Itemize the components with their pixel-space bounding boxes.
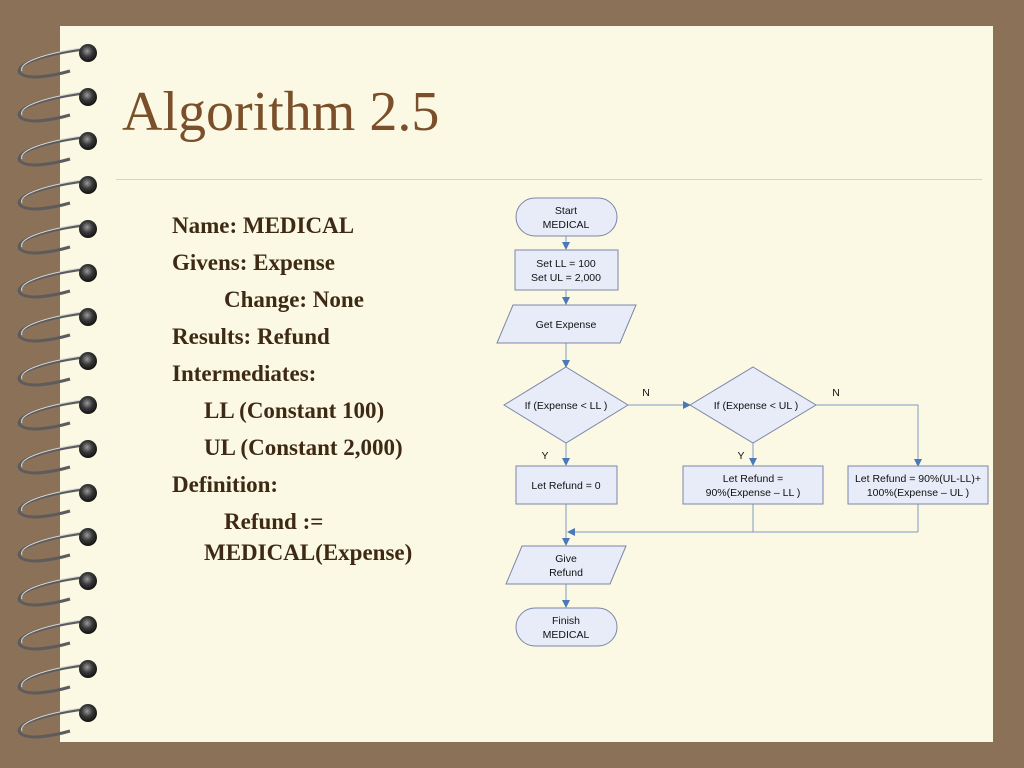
refund-ul-box bbox=[847, 465, 989, 505]
refund-zero-label: Let Refund = 0 bbox=[531, 480, 600, 492]
binding-ring-highlight bbox=[21, 663, 83, 688]
binding-ring bbox=[17, 179, 85, 211]
binding-ring-highlight bbox=[21, 223, 83, 248]
binding-ring-highlight bbox=[21, 355, 83, 380]
binding-ring-highlight bbox=[21, 619, 83, 644]
binding-ring-highlight bbox=[21, 135, 83, 160]
outline-def-line2: MEDICAL(Expense) bbox=[204, 540, 413, 565]
binding-hole bbox=[79, 176, 97, 194]
binding-ring-highlight bbox=[21, 91, 83, 116]
binding-hole bbox=[79, 220, 97, 238]
finish-label-2: MEDICAL bbox=[543, 629, 590, 641]
set-ll-label: Set LL = 100 bbox=[536, 258, 596, 270]
outline-intermediates: Intermediates: bbox=[172, 361, 317, 386]
binding-ring bbox=[17, 575, 85, 607]
give-refund-output bbox=[505, 545, 627, 585]
binding-ring-highlight bbox=[21, 531, 83, 556]
outline-results: Results: Refund bbox=[172, 324, 330, 349]
give-label-1: Give bbox=[555, 553, 577, 565]
set-ul-label: Set UL = 2,000 bbox=[531, 272, 601, 284]
refund-ul-label-2: 100%(Expense – UL ) bbox=[867, 487, 969, 499]
binding-ring-highlight bbox=[21, 575, 83, 600]
outline-change: Change: None bbox=[224, 287, 364, 312]
binding-ring-highlight bbox=[21, 47, 83, 72]
binding-ring bbox=[17, 487, 85, 519]
binding-hole bbox=[79, 704, 97, 722]
outline-definition: Definition: bbox=[172, 472, 279, 497]
get-expense-input bbox=[496, 304, 637, 344]
branch-y-label-2: Y bbox=[737, 450, 744, 462]
outline-def-line1: Refund := bbox=[224, 509, 324, 534]
decision-ll-label: If (Expense < LL ) bbox=[525, 400, 608, 412]
binding-ring bbox=[17, 311, 85, 343]
binding-hole bbox=[79, 660, 97, 678]
binding-hole bbox=[79, 264, 97, 282]
refund-zero-box bbox=[515, 465, 618, 505]
binding-ring bbox=[17, 707, 85, 739]
start-label-1: Start bbox=[555, 205, 577, 217]
binding-ring bbox=[17, 399, 85, 431]
binding-hole bbox=[79, 484, 97, 502]
binding-hole bbox=[79, 396, 97, 414]
binding-ring-highlight bbox=[21, 443, 83, 468]
get-expense-label: Get Expense bbox=[536, 319, 597, 331]
binding-ring bbox=[17, 223, 85, 255]
binding-ring-highlight bbox=[21, 399, 83, 424]
binding-ring-highlight bbox=[21, 179, 83, 204]
binding-ring bbox=[17, 47, 85, 79]
binding-hole bbox=[79, 572, 97, 590]
binding-ring bbox=[17, 619, 85, 651]
branch-n-label-1: N bbox=[642, 387, 650, 399]
binding-ring bbox=[17, 91, 85, 123]
refund-ul-label-1: Let Refund = 90%(UL-LL)+ bbox=[855, 473, 981, 485]
slide-title: Algorithm 2.5 bbox=[122, 81, 440, 143]
branch-n-label-2: N bbox=[832, 387, 840, 399]
binding-hole bbox=[79, 616, 97, 634]
binding-hole bbox=[79, 44, 97, 62]
refund-ll-label-2: 90%(Expense – LL ) bbox=[706, 487, 801, 499]
outline-givens: Givens: Expense bbox=[172, 250, 335, 275]
binding-ring bbox=[17, 663, 85, 695]
decision-ul-label: If (Expense < UL ) bbox=[714, 400, 799, 412]
binding-hole bbox=[79, 440, 97, 458]
outline-name: Name: MEDICAL bbox=[172, 213, 355, 238]
connector bbox=[816, 404, 922, 467]
refund-ll-label-1: Let Refund = bbox=[723, 473, 783, 485]
start-label-2: MEDICAL bbox=[543, 219, 590, 231]
binding-ring-highlight bbox=[21, 487, 83, 512]
give-label-2: Refund bbox=[549, 567, 583, 579]
outline-ll: LL (Constant 100) bbox=[204, 398, 385, 423]
set-limits-box bbox=[514, 249, 619, 291]
binding-hole bbox=[79, 308, 97, 326]
branch-y-label-1: Y bbox=[541, 450, 548, 462]
binding-ring bbox=[17, 135, 85, 167]
start-terminal bbox=[515, 197, 618, 237]
title-divider bbox=[116, 179, 982, 180]
refund-ll-box bbox=[682, 465, 824, 505]
binding-ring-highlight bbox=[21, 311, 83, 336]
decision-expense-ul bbox=[689, 366, 817, 444]
binding-hole bbox=[79, 88, 97, 106]
outline-ul: UL (Constant 2,000) bbox=[204, 435, 403, 460]
binding-ring bbox=[17, 355, 85, 387]
binding-ring bbox=[17, 267, 85, 299]
binding-hole bbox=[79, 132, 97, 150]
binding-ring-highlight bbox=[21, 707, 83, 732]
finish-terminal bbox=[515, 607, 618, 647]
binding-ring bbox=[17, 443, 85, 475]
binding-ring bbox=[17, 531, 85, 563]
finish-label-1: Finish bbox=[552, 615, 580, 627]
binding-hole bbox=[79, 352, 97, 370]
binding-ring-highlight bbox=[21, 267, 83, 292]
decision-expense-ll bbox=[503, 366, 629, 444]
binding-hole bbox=[79, 528, 97, 546]
